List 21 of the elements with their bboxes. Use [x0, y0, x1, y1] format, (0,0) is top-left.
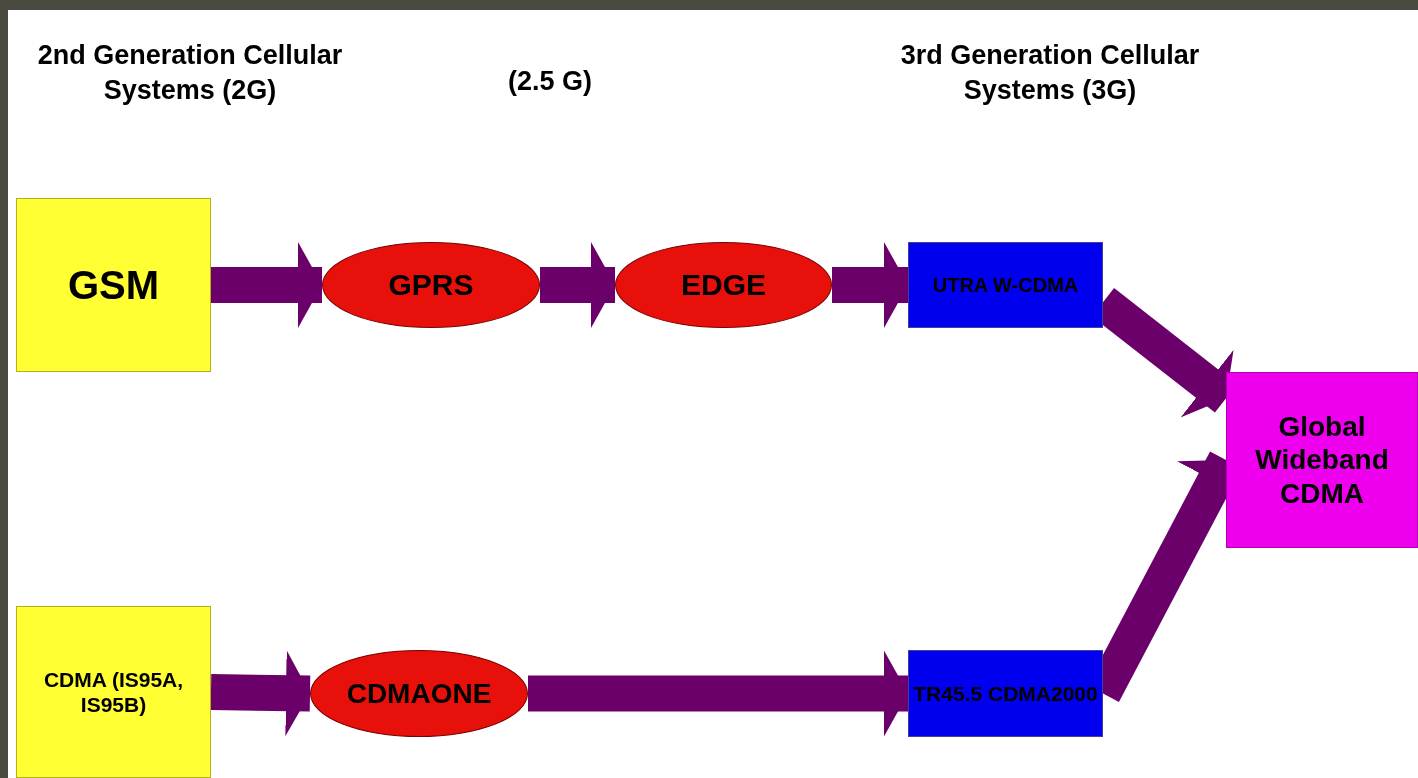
block-arrow [540, 242, 615, 328]
block-arrow [832, 242, 908, 328]
block-arrow [210, 650, 311, 737]
technology-box [16, 606, 211, 778]
column-heading: 2nd Generation Cellular Systems (2G) [36, 39, 344, 108]
technology-box [16, 198, 211, 372]
node-label: TR45.5 CDMA2000 [913, 680, 1098, 707]
node-label: Global Wideband CDMA [1254, 409, 1390, 511]
technology-box [908, 650, 1103, 737]
node-label: GSM [67, 262, 160, 309]
column-heading: (2.5 G) [507, 65, 593, 98]
block-arrow [528, 650, 908, 737]
node-label: GPRS [388, 267, 474, 303]
node-label: CDMAONE [346, 676, 492, 711]
node-label: CDMA (IS95A, IS95B) [42, 666, 185, 718]
node-label: EDGE [681, 267, 766, 303]
node-label: UTRA W-CDMA [932, 273, 1079, 297]
technology-box [908, 242, 1103, 328]
block-arrow [211, 242, 322, 328]
column-heading: 3rd Generation Cellular Systems (3G) [899, 39, 1201, 108]
technology-box [1226, 372, 1418, 548]
